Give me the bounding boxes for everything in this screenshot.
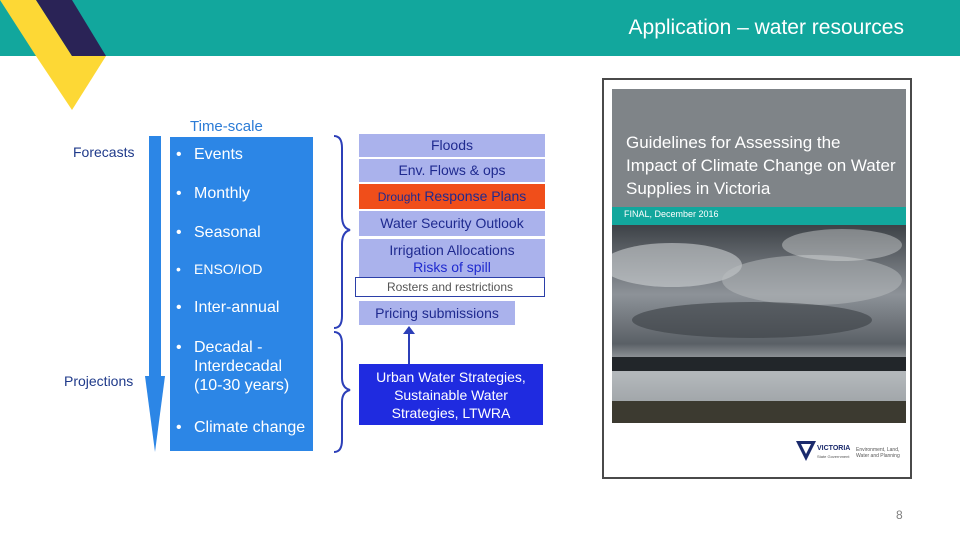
urban-strategies-box: Urban Water Strategies, Sustainable Wate… <box>359 364 543 425</box>
victoria-subtitle: State Government <box>817 454 849 459</box>
timescale-item: •ENSO/IOD <box>176 260 262 279</box>
timescale-item: •Events <box>176 145 243 164</box>
report-date: FINAL, December 2016 <box>624 209 719 219</box>
report-title: Guidelines for Assessing the Impact of C… <box>626 131 896 200</box>
victoria-brand: VICTORIA <box>817 445 850 452</box>
slide-title: Application – water resources <box>629 16 904 40</box>
env-flows-box: Env. Flows & ops <box>359 159 545 182</box>
triangle-logo <box>0 0 110 112</box>
floods-box: Floods <box>359 134 545 157</box>
report-date-band: FINAL, December 2016 <box>612 207 906 225</box>
up-arrow-icon <box>402 326 416 366</box>
victoria-logo-icon <box>796 441 816 461</box>
timescale-item: •Inter-annual <box>176 298 279 317</box>
timescale-item: •Decadal - Interdecadal (10-30 years) <box>176 338 304 395</box>
irrigation-box: Irrigation Allocations Risks of spill <box>359 239 545 277</box>
cloudy-sky-photo <box>612 225 906 423</box>
rosters-box: Rosters and restrictions <box>355 277 545 297</box>
timescale-item: •Seasonal <box>176 223 261 242</box>
forecasts-label: Forecasts <box>73 144 134 160</box>
timescale-list: •Events •Monthly •Seasonal •ENSO/IOD •In… <box>170 137 313 451</box>
report-footer: VICTORIA State Government Environment, L… <box>612 423 906 468</box>
timescale-item: •Monthly <box>176 184 250 203</box>
projections-label: Projections <box>64 373 133 389</box>
timescale-item: •Climate change <box>176 418 305 437</box>
department-name: Environment, Land, Water and Planning <box>856 447 902 459</box>
report-cover: Guidelines for Assessing the Impact of C… <box>602 78 912 479</box>
report-header: Guidelines for Assessing the Impact of C… <box>612 89 906 207</box>
timeline-arrow <box>140 136 170 456</box>
pricing-box: Pricing submissions <box>359 301 515 325</box>
water-security-box: Water Security Outlook <box>359 211 545 236</box>
drought-box: Drought Response Plans <box>359 184 545 209</box>
timescale-heading: Time-scale <box>190 118 263 135</box>
page-number: 8 <box>896 508 903 522</box>
